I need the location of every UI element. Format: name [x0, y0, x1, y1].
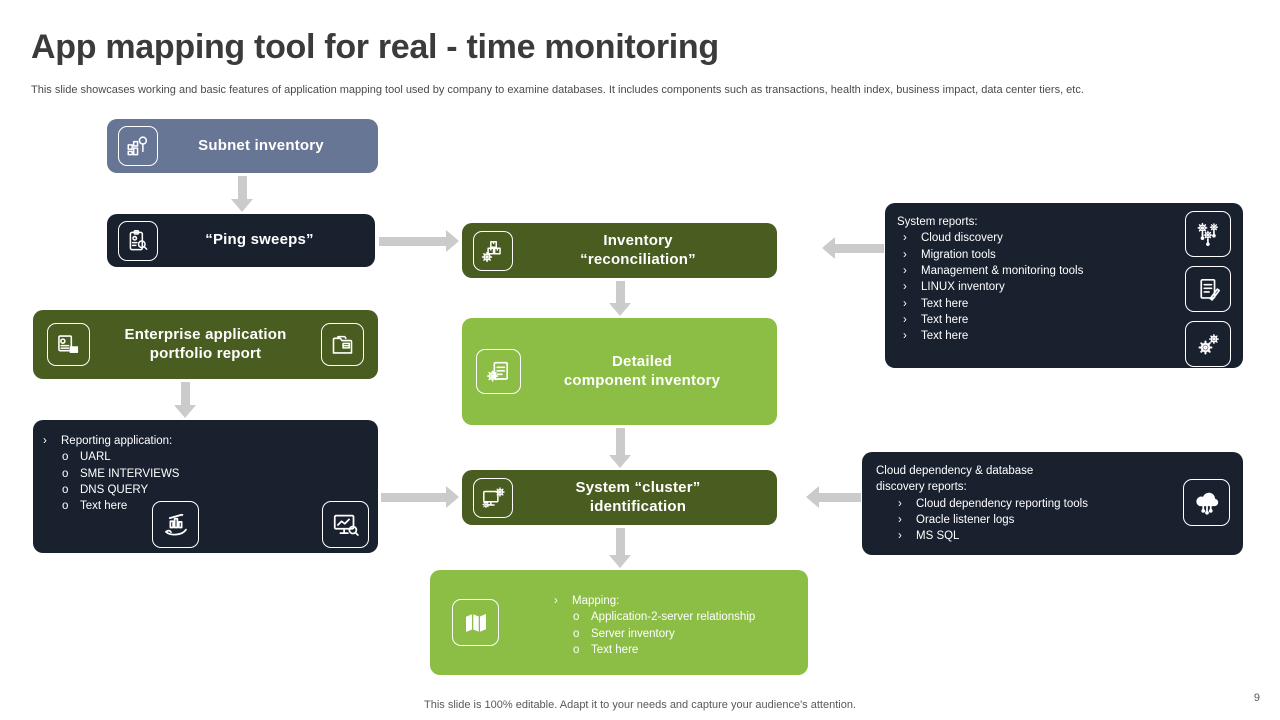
flow-arrow-ping-to-inventory: [379, 230, 459, 252]
list-item: ›Text here: [903, 297, 969, 310]
flow-arrow-enterprise-to-reporting: [174, 382, 196, 418]
list-heading: Cloud dependency & database discovery re…: [876, 465, 1034, 494]
node-label: Inventory “reconciliation”: [580, 231, 696, 268]
list-item: ›Text here: [903, 330, 969, 343]
list-heading-row: › Mapping:: [554, 593, 755, 609]
cloud-circuit-icon: [1183, 479, 1230, 526]
node-cloud-dependency-reports: Cloud dependency & database discovery re…: [862, 452, 1243, 555]
cloud-dependency-list: ›Cloud dependency reporting tools ›Oracle…: [898, 496, 1163, 545]
node-label: System “cluster” identification: [575, 478, 701, 515]
page-title: App mapping tool for real - time monitor…: [31, 28, 719, 66]
list-item: ›Management & monitoring tools: [903, 264, 1084, 277]
gears-icon: [1185, 321, 1231, 367]
node-subnet-inventory: Subnet inventory: [107, 119, 378, 173]
id-card-icon: [47, 323, 90, 366]
flow-arrow-subnet-to-ping: [231, 176, 253, 212]
list-heading: System reports:: [897, 216, 978, 228]
node-system-reports: System reports: ›Cloud discovery ›Migrati…: [885, 203, 1243, 368]
folder-documents-icon: [321, 323, 364, 366]
hand-chart-icon: [152, 501, 199, 548]
list-heading-row: › Reporting application:: [43, 433, 366, 449]
connected-gears-icon: [1185, 211, 1231, 257]
page-number: 9: [1253, 692, 1260, 704]
boxes-gear-icon: [473, 230, 513, 271]
flow-arrow-inventory-to-detailed: [609, 281, 631, 316]
node-detailed-component-inventory: Detailed component inventory: [462, 318, 777, 425]
node-system-cluster-identification: System “cluster” identification: [462, 470, 777, 525]
bullet-marker: ›: [554, 595, 558, 607]
document-gear-icon: [476, 349, 521, 394]
list-item: ›MS SQL: [898, 530, 960, 543]
bullet-marker: ›: [43, 435, 47, 447]
list-heading: Reporting application:: [61, 435, 173, 447]
flow-arrow-clouddep-to-cluster: [806, 486, 861, 508]
document-pencil-icon: [1185, 266, 1231, 312]
system-reports-list: ›Cloud discovery ›Migration tools ›Managem…: [903, 230, 1173, 344]
node-inventory-reconciliation: Inventory “reconciliation”: [462, 223, 777, 278]
slide-description: This slide showcases working and basic f…: [31, 84, 1084, 96]
node-ping-sweeps: “Ping sweeps”: [107, 214, 375, 267]
list-item: ›LINUX inventory: [903, 281, 1005, 294]
map-icon: [452, 599, 499, 646]
list-item: ›Migration tools: [903, 248, 996, 261]
bars-magnifier-icon: [118, 126, 158, 166]
clipboard-magnifier-icon: [118, 220, 158, 261]
list-item: ›Oracle listener logs: [898, 513, 1015, 526]
node-enterprise-portfolio-report: Enterprise application portfolio report: [33, 310, 378, 379]
list-heading: Mapping:: [572, 595, 620, 607]
list-item: ›Cloud dependency reporting tools: [898, 497, 1088, 510]
flow-arrow-detailed-to-cluster: [609, 428, 631, 468]
flow-arrow-cluster-to-mapping: [609, 528, 631, 568]
node-label: Enterprise application portfolio report: [124, 325, 287, 362]
list-heading-row: Cloud dependency & database discovery re…: [876, 463, 1163, 496]
flow-arrow-reporting-to-cluster: [381, 486, 459, 508]
monitor-analytics-icon: [322, 501, 369, 548]
node-label: Subnet inventory: [198, 136, 324, 154]
node-label: “Ping sweeps”: [205, 231, 314, 249]
node-label: Detailed component inventory: [563, 352, 721, 389]
list-heading-row: System reports:: [897, 214, 1173, 230]
footer-note: This slide is 100% editable. Adapt it to…: [424, 699, 856, 711]
list-item: ›Cloud discovery: [903, 232, 1003, 245]
list-item: ›Text here: [903, 313, 969, 326]
flow-arrow-reports-to-inventory: [822, 237, 884, 259]
monitor-gears-icon: [473, 477, 513, 518]
